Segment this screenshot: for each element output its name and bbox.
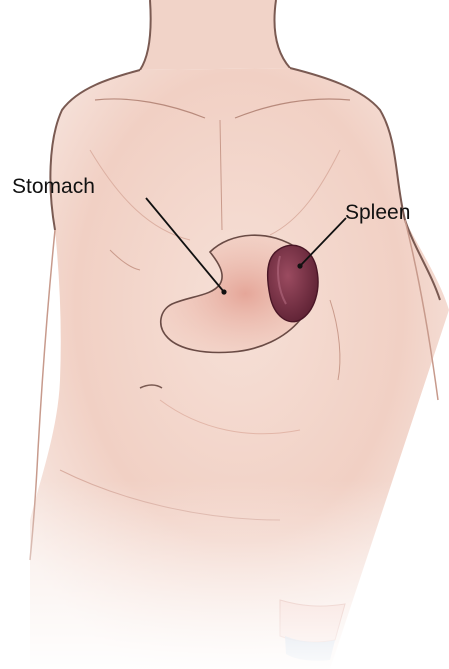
spleen-organ <box>268 245 318 321</box>
stomach-leader-dot <box>221 289 226 294</box>
spleen-label: Spleen <box>345 202 410 223</box>
stomach-label: Stomach <box>12 176 95 197</box>
neck <box>140 0 290 70</box>
spleen-leader-dot <box>297 263 302 268</box>
bottom-fade <box>0 480 449 669</box>
